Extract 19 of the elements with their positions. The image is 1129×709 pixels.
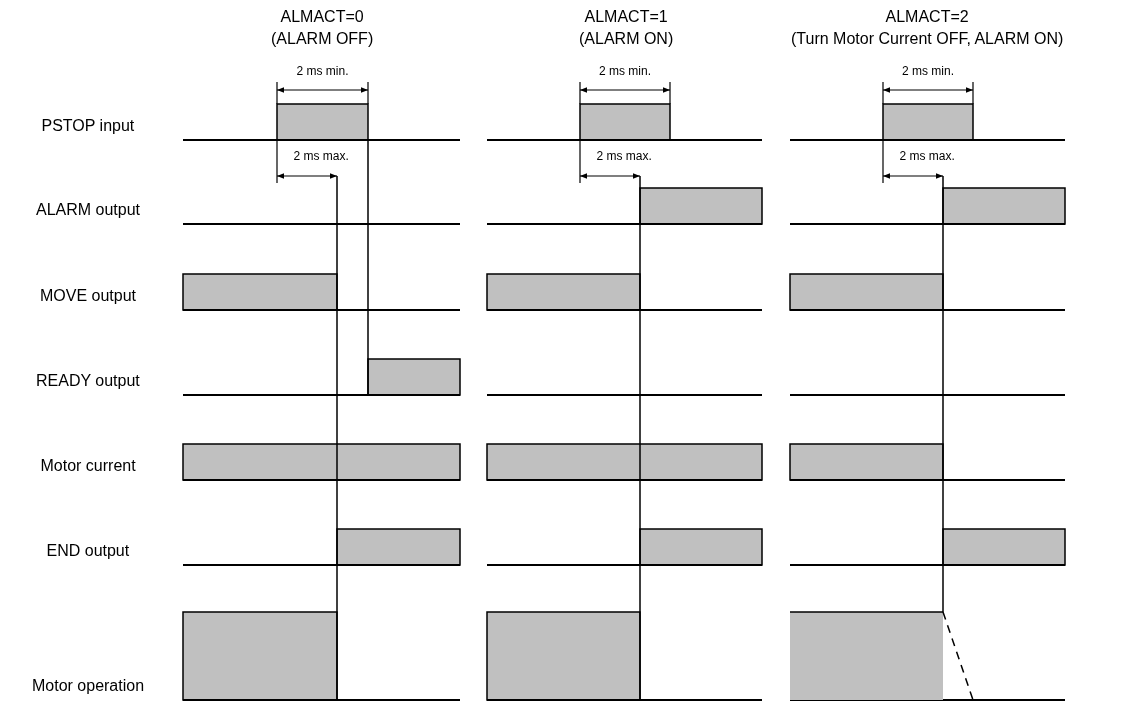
dimension-label: 2 ms max. bbox=[899, 150, 955, 164]
column-heading: (ALARM ON) bbox=[579, 30, 674, 49]
signal-name: MOVE output bbox=[40, 287, 137, 306]
column-heading: (ALARM OFF) bbox=[271, 30, 374, 49]
dimension-label: 2 ms min. bbox=[296, 65, 349, 79]
column-heading: ALMACT=2 bbox=[885, 8, 969, 27]
column-heading: ALMACT=1 bbox=[584, 8, 668, 27]
signal-name: Motor current bbox=[40, 457, 136, 476]
dimension-label: 2 ms max. bbox=[293, 150, 349, 164]
column-heading: (Turn Motor Current OFF, ALARM ON) bbox=[791, 30, 1064, 49]
dimension-label: 2 ms min. bbox=[599, 65, 651, 79]
signal-name: READY output bbox=[36, 372, 140, 391]
dimension-label: 2 ms max. bbox=[596, 150, 652, 164]
dimension-label: 2 ms min. bbox=[902, 65, 954, 79]
column-heading: ALMACT=0 bbox=[280, 8, 364, 27]
signal-name: PSTOP input bbox=[41, 117, 135, 136]
signal-name: END output bbox=[46, 542, 130, 561]
signal-name: ALARM output bbox=[36, 201, 141, 220]
signal-name: Motor operation bbox=[32, 677, 145, 696]
